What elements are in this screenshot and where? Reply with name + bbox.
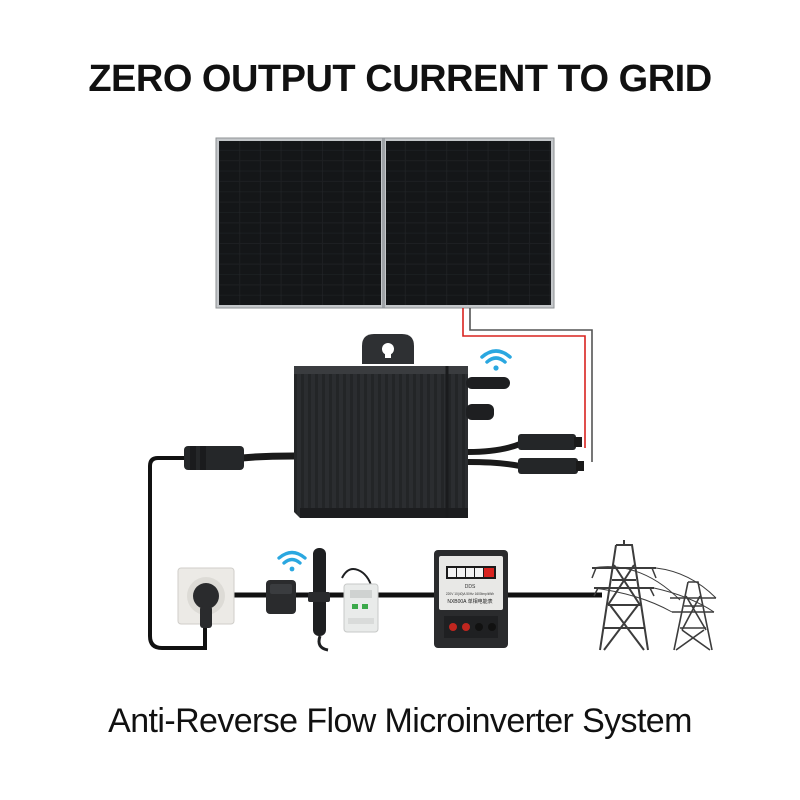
- panel-dc-wires: [462, 308, 593, 462]
- power-grid-pylons: [591, 540, 717, 651]
- energy-meter: DDS 220V 10(40)A 50Hz 1600imp/kWh NXB00A…: [434, 550, 508, 648]
- microinverter: [184, 334, 584, 518]
- wifi-icon: [277, 550, 307, 572]
- meter-spec-label: 220V 10(40)A 50Hz 1600imp/kWh: [446, 592, 494, 596]
- current-clamp-sensor: [266, 580, 296, 614]
- meter-brand-label: NXB00A 单相电能表: [447, 598, 492, 605]
- diagram-caption: Anti-Reverse Flow Microinverter System: [108, 702, 692, 740]
- meter-model-label: DDS: [465, 584, 476, 590]
- diagram-title: ZERO OUTPUT CURRENT TO GRID: [88, 58, 712, 100]
- wall-socket: [177, 567, 235, 628]
- din-rail-meter-module: [341, 568, 379, 633]
- ac-cable: [148, 456, 207, 650]
- solar-panel: [215, 137, 555, 309]
- wifi-antenna: [308, 548, 330, 652]
- wifi-icon: [480, 349, 512, 371]
